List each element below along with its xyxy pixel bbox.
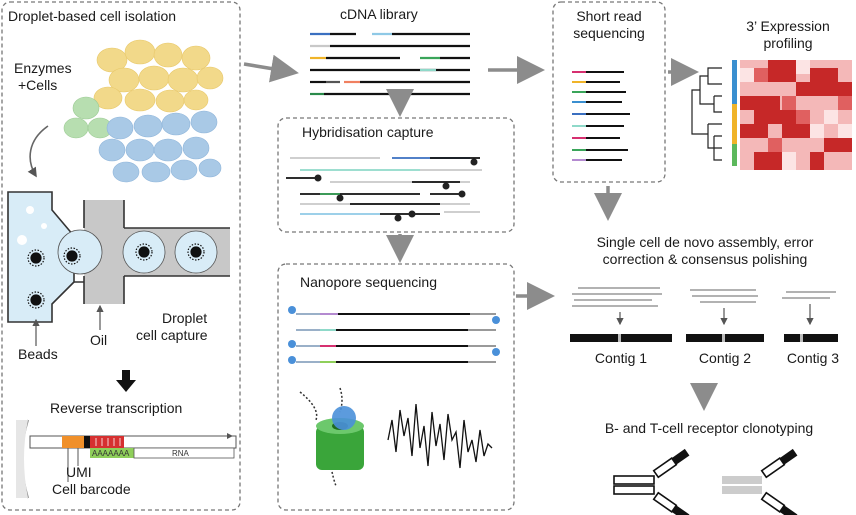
polya-segment (90, 448, 134, 458)
short-read-title-1: Short read (576, 8, 642, 24)
short-read-title-2: sequencing (573, 25, 645, 41)
polya-label: AAAAAAA (92, 449, 130, 458)
barcode-segment (62, 436, 84, 448)
beads-label: Beads (18, 346, 58, 362)
dendrogram-icon (691, 67, 722, 161)
reverse-transcription-label: Reverse transcription (50, 400, 183, 416)
bcr-receptor-icon (613, 448, 690, 515)
hybridisation-title: Hybridisation capture (302, 124, 434, 140)
assembly-title-2: correction & consensus polishing (602, 251, 808, 267)
heatmap (740, 60, 852, 170)
cell-cluster (63, 39, 224, 183)
expression-title-1: 3’ Expression (746, 18, 830, 34)
expression-title-2: profiling (763, 35, 813, 51)
bar-yellow (732, 104, 737, 144)
cdna-library-title: cDNA library (340, 6, 418, 22)
bar-green (732, 144, 737, 166)
contig-1-label: Contig 1 (594, 350, 648, 366)
cells-label: +Cells (18, 77, 58, 93)
contig-arrows (616, 304, 814, 326)
assembly-reads (572, 287, 836, 307)
polyt-segment (90, 436, 124, 448)
tcr-receptor-icon (722, 448, 798, 515)
squiggle-signal (387, 403, 493, 469)
nanopore-title: Nanopore sequencing (300, 274, 437, 290)
construct-strand (29, 435, 237, 449)
nanopore-icon (299, 387, 364, 487)
bar-blue (732, 60, 737, 104)
contig-3-label: Contig 3 (786, 350, 840, 366)
arrow-icon (243, 54, 718, 411)
clonotyping-title: B- and T-cell receptor clonotyping (604, 420, 814, 436)
rna-label: RNA (172, 449, 189, 458)
assembly-title-1: Single cell de novo assembly, error (596, 234, 814, 250)
biotin-bead-icon (314, 158, 478, 222)
curved-arrow-icon (27, 125, 49, 178)
rna-segment (133, 447, 235, 459)
umi-segment (84, 436, 90, 448)
cell-barcode-label: Cell barcode (52, 481, 131, 497)
short-reads (572, 71, 630, 161)
contig-2-label: Contig 2 (698, 350, 752, 366)
oil-label: Oil (90, 332, 108, 348)
contig-bars (570, 334, 838, 342)
nanopore-panel (277, 263, 515, 511)
motor-protein-icon (288, 306, 500, 364)
microfluidic-channel (7, 191, 230, 323)
down-arrow-icon (116, 370, 136, 392)
isolation-title: Droplet-based cell isolation (8, 8, 177, 24)
droplet-label: Droplet (162, 310, 208, 326)
umi-label: UMI (66, 464, 92, 480)
capture-probes (286, 157, 482, 215)
cdna-library (310, 32, 470, 96)
enzymes-label: Enzymes (14, 60, 72, 76)
nanopore-reads (296, 313, 496, 363)
cell-capture-label: cell capture (136, 327, 208, 343)
bead-icon (27, 243, 205, 309)
